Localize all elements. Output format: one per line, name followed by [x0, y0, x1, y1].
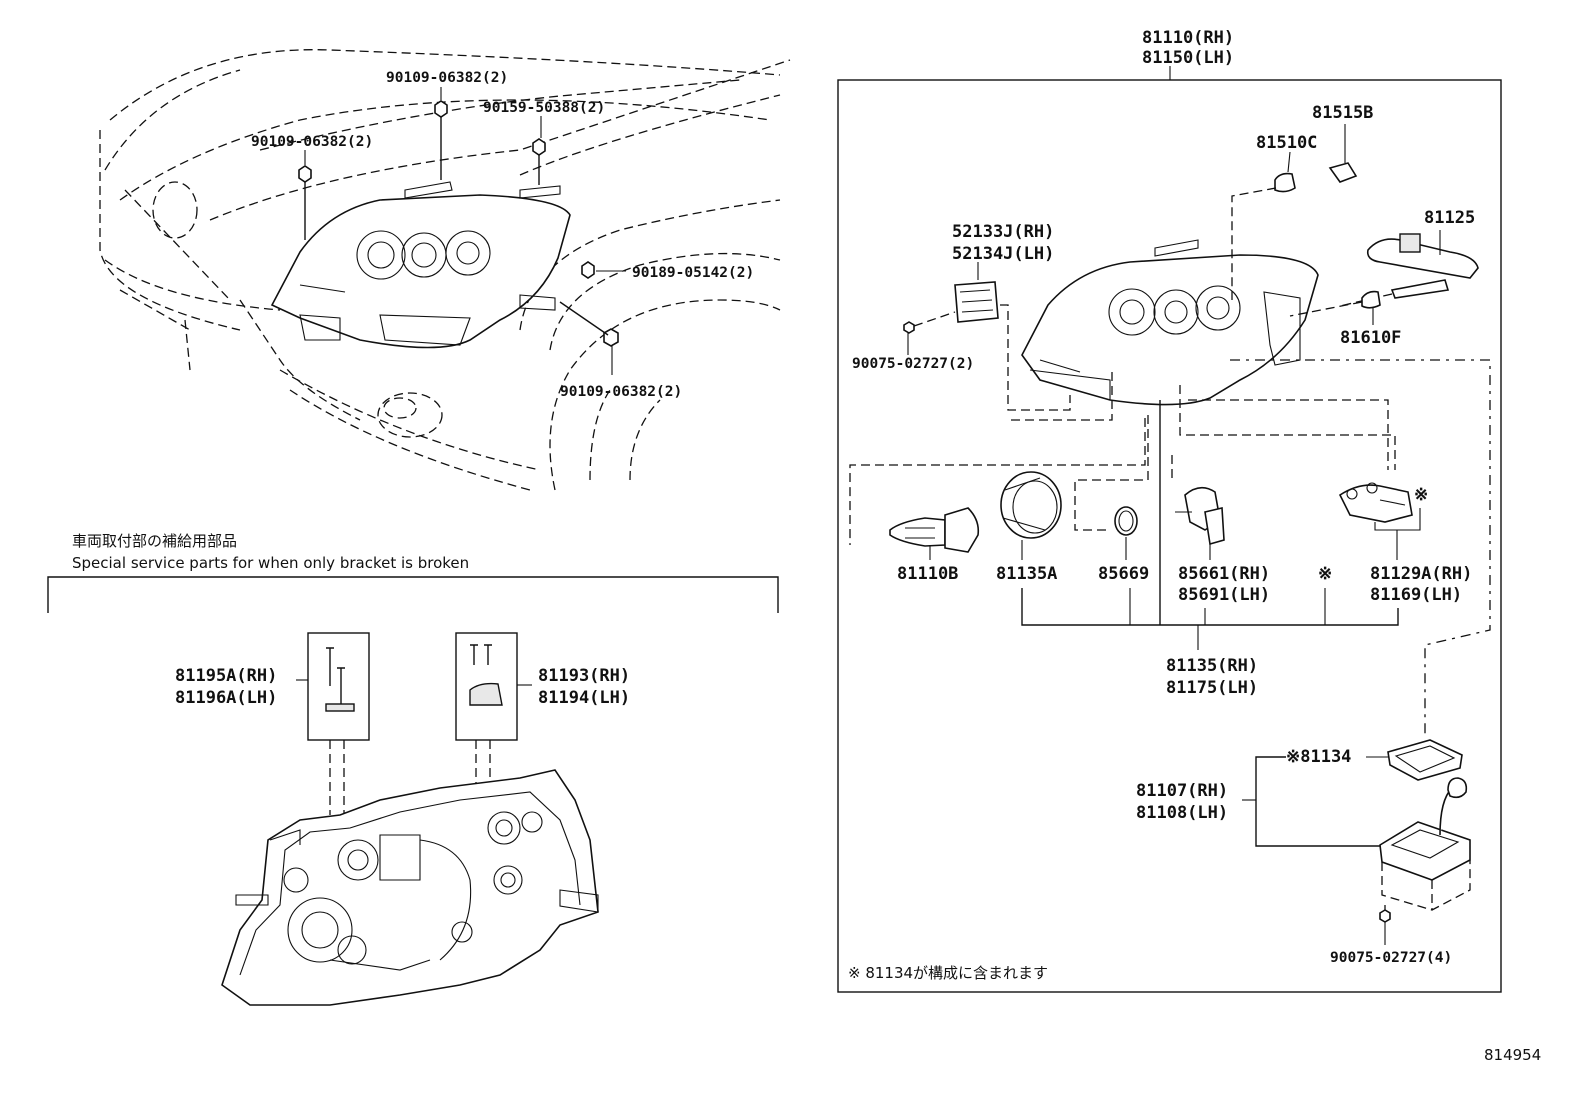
kit-a-rh-label: 81195A(RH) [175, 666, 277, 686]
harness-label: 81125 [1424, 208, 1475, 228]
subassembly-lh-label: 81175(LH) [1166, 678, 1258, 698]
kit-b-lh-label: 81194(LH) [538, 688, 630, 708]
callout-bolt-upper: 90109-06382(2) [386, 70, 508, 86]
leveling-rh-label: 81129A(RH) [1370, 564, 1472, 584]
cap-c-part [1274, 172, 1296, 193]
assembly-lh-label: 81150(LH) [1142, 48, 1234, 68]
left-callout-leaders [304, 87, 626, 375]
headlamp-assembly-illustration [1021, 239, 1319, 406]
leveling-lh-label: 81169(LH) [1370, 585, 1462, 605]
computer-lh-label: 81108(LH) [1136, 803, 1228, 823]
assembly-footnote: ※ 81134が構成に含まれます [848, 964, 1048, 982]
callout-bolt-lower: 90109-06382(2) [560, 384, 682, 400]
callout-clip: 90189-05142(2) [632, 265, 754, 281]
computer-screw-label: 90075-02727(4) [1330, 950, 1452, 966]
subassembly-bracket [1021, 588, 1399, 626]
cap-f-label: 81610F [1340, 328, 1401, 348]
subassembly-rh-label: 81135(RH) [1166, 656, 1258, 676]
kit-a-lh-label: 81196A(LH) [175, 688, 277, 708]
assembly-rh-label: 81110(RH) [1142, 28, 1234, 48]
bracket-kit-b-box [455, 632, 518, 790]
socket-screw-label: 90075-02727(2) [852, 356, 974, 372]
diagram-id: 814954 [1484, 1046, 1541, 1064]
assembly-frame [837, 79, 1502, 993]
cover-part [1000, 471, 1062, 539]
bulb-b-label: 81515B [1312, 103, 1373, 123]
cap-c-label: 81510C [1256, 133, 1317, 153]
callout-screw: 90159-50388(2) [483, 100, 605, 116]
computer-part [1379, 777, 1471, 911]
igniter-part [1175, 486, 1225, 546]
leveling-marker: ※ [1414, 485, 1428, 505]
bracket-section-bracket [47, 576, 779, 613]
bulb-b-part [1328, 162, 1358, 183]
computer-rh-label: 81107(RH) [1136, 781, 1228, 801]
socket-part [954, 281, 999, 323]
bracket-section-title-jp: 車両取付部の補給用部品 [72, 532, 237, 550]
callout-bolt-left: 90109-06382(2) [251, 134, 373, 150]
halogen-bulb-label: 81110B [897, 564, 958, 584]
socket-screw-part [903, 321, 915, 334]
cap-f-part [1361, 290, 1381, 309]
kit-b-rh-label: 81193(RH) [538, 666, 630, 686]
socket-rh-label: 52133J(RH) [952, 222, 1054, 242]
igniter-rh-label: 85661(RH) [1178, 564, 1270, 584]
subassembly-marker: ※ [1318, 564, 1332, 584]
headlamp-rear-view [221, 769, 599, 1006]
leveling-motor-part [1338, 482, 1413, 523]
vehicle-front-illustration [99, 49, 791, 491]
bracket-kit-a-box [307, 632, 370, 815]
gasket-part [1387, 739, 1463, 781]
gasket-label: ※81134 [1286, 747, 1351, 767]
oring-label: 85669 [1098, 564, 1149, 584]
socket-lh-label: 52134J(LH) [952, 244, 1054, 264]
cover-label: 81135A [996, 564, 1057, 584]
halogen-bulb-part [889, 507, 980, 553]
igniter-lh-label: 85691(LH) [1178, 585, 1270, 605]
bracket-section-title-en: Special service parts for when only brac… [72, 554, 469, 572]
harness-part [1366, 238, 1479, 279]
computer-screw-part [1379, 909, 1391, 923]
